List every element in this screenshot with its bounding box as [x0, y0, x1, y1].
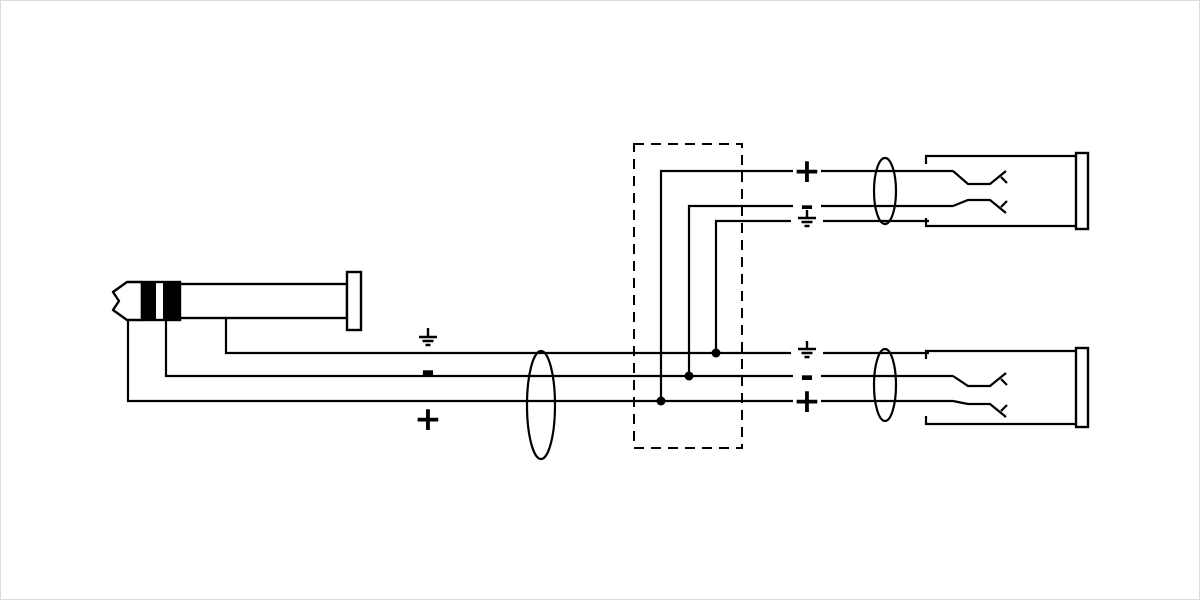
plus-label: + [793, 381, 821, 420]
tip-contact-stub [1000, 404, 1008, 412]
ground-symbol [419, 328, 437, 347]
trs-plug [111, 270, 363, 332]
junction-dashed-box [633, 143, 743, 449]
plug-barrel [178, 282, 349, 320]
socket-entry-bar [1074, 151, 1090, 231]
ring-contact-spring [952, 372, 1007, 388]
ring-contact-spring [952, 198, 1007, 214]
tip-contact-spring [952, 399, 1007, 418]
ground-symbol [798, 210, 816, 228]
top-jack-socket [924, 151, 1090, 231]
bottom-jack-labels: - + [791, 341, 823, 420]
ground-wire [224, 318, 929, 355]
tip-contact-stub [1000, 176, 1008, 184]
solder-dot-minus [684, 371, 694, 381]
socket-entry-bar [1074, 346, 1090, 429]
plug-insulator-band-2 [163, 282, 180, 320]
plus-label: + [793, 151, 821, 190]
plug-collar [345, 270, 363, 332]
top-minus-wire [687, 204, 953, 376]
ring-contact-stub [1000, 200, 1008, 208]
cable-shield-loop-bottom-right [872, 347, 898, 423]
socket-bottom-edge [924, 416, 1076, 426]
bottom-jack-socket [924, 346, 1090, 429]
top-plus-wire [659, 169, 953, 401]
plug-tip [111, 280, 144, 322]
top-jack-labels: + - [791, 151, 823, 233]
solder-dot-plus [656, 396, 666, 406]
ground-symbol [798, 341, 816, 359]
minus-wire [164, 320, 953, 378]
ring-contact-stub [1000, 378, 1008, 386]
socket-bottom-edge [924, 218, 1076, 228]
minus-label: - [421, 351, 435, 390]
minus-label: - [800, 356, 814, 395]
cable-shield-loop-left [525, 349, 557, 461]
plus-wire [126, 320, 953, 403]
tip-contact-spring [952, 170, 1007, 186]
socket-top-edge [924, 349, 1076, 359]
left-cable-labels: - + [414, 328, 442, 438]
socket-top-edge [924, 154, 1076, 164]
plug-insulator-band-1 [142, 282, 156, 320]
cable-shield-loop-top-right [872, 156, 898, 226]
top-ground-wire [714, 219, 929, 353]
solder-dot-ground [711, 348, 721, 358]
plus-label: + [414, 399, 442, 438]
